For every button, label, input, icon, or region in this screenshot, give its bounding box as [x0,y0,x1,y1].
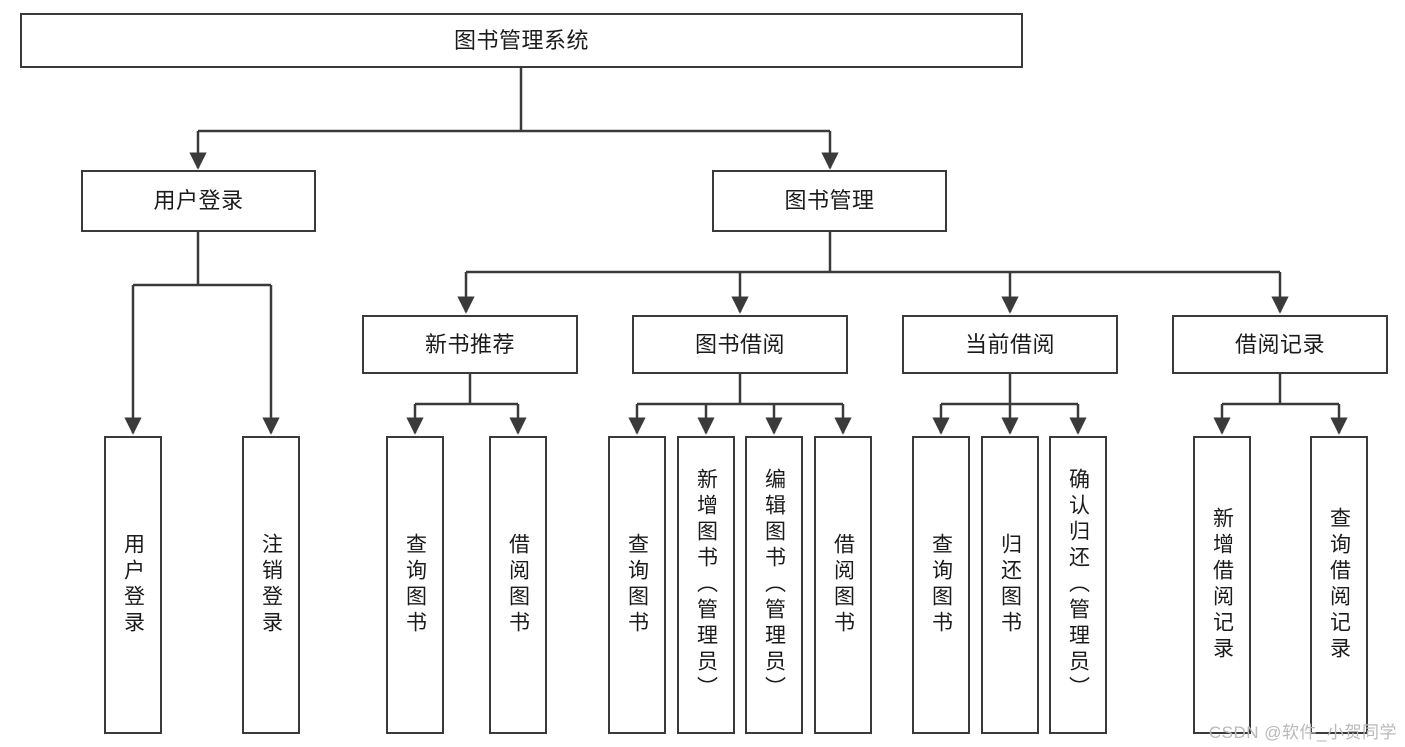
node-label: 新增借阅记录 [1210,507,1234,663]
node-label: 图书管理 [784,188,875,214]
leaf-borrow-borrow-book[interactable]: 借阅图书 [814,436,872,734]
watermark-text: CSDN @软件_小贺同学 [1208,723,1397,742]
node-book-borrow[interactable]: 图书借阅 [632,315,848,374]
leaf-borrow-add-book-admin[interactable]: 新增图书（管理员） [677,436,735,734]
leaf-current-query-book[interactable]: 查询图书 [912,436,970,734]
node-root-system[interactable]: 图书管理系统 [20,13,1023,68]
node-current-borrow[interactable]: 当前借阅 [902,315,1118,374]
leaf-current-confirm-return-admin[interactable]: 确认归还（管理员） [1049,436,1107,734]
node-borrow-record[interactable]: 借阅记录 [1172,315,1388,374]
node-label: 用户登录 [153,188,244,214]
node-label: 确认归还（管理员） [1066,468,1090,702]
node-label: 编辑图书（管理员） [762,468,786,702]
node-label: 注销登录 [259,533,283,637]
node-user-login[interactable]: 用户登录 [81,170,316,232]
leaf-new-book-query[interactable]: 查询图书 [386,436,444,734]
leaf-borrow-query-book[interactable]: 查询图书 [608,436,666,734]
node-label: 当前借阅 [964,331,1055,357]
node-label: 用户登录 [121,533,145,637]
node-label: 借阅记录 [1234,331,1325,357]
leaf-borrow-edit-book-admin[interactable]: 编辑图书（管理员） [745,436,803,734]
node-label: 查询图书 [625,533,649,637]
node-label: 借阅图书 [506,533,530,637]
node-label: 查询图书 [929,533,953,637]
leaf-user-login-login[interactable]: 用户登录 [104,436,162,734]
leaf-record-query-record[interactable]: 查询借阅记录 [1310,436,1368,734]
node-book-management[interactable]: 图书管理 [712,170,947,232]
node-label: 新增图书（管理员） [694,468,718,702]
node-label: 查询借阅记录 [1327,507,1351,663]
node-label: 查询图书 [403,533,427,637]
leaf-new-book-borrow[interactable]: 借阅图书 [489,436,547,734]
node-label: 归还图书 [998,533,1022,637]
leaf-current-return-book[interactable]: 归还图书 [981,436,1039,734]
node-new-book-recommend[interactable]: 新书推荐 [362,315,578,374]
leaf-user-login-logout[interactable]: 注销登录 [242,436,300,734]
node-label: 图书借阅 [694,331,785,357]
node-label: 借阅图书 [831,533,855,637]
leaf-record-add-record[interactable]: 新增借阅记录 [1193,436,1251,734]
node-label: 图书管理系统 [453,27,589,53]
node-label: 新书推荐 [424,331,515,357]
